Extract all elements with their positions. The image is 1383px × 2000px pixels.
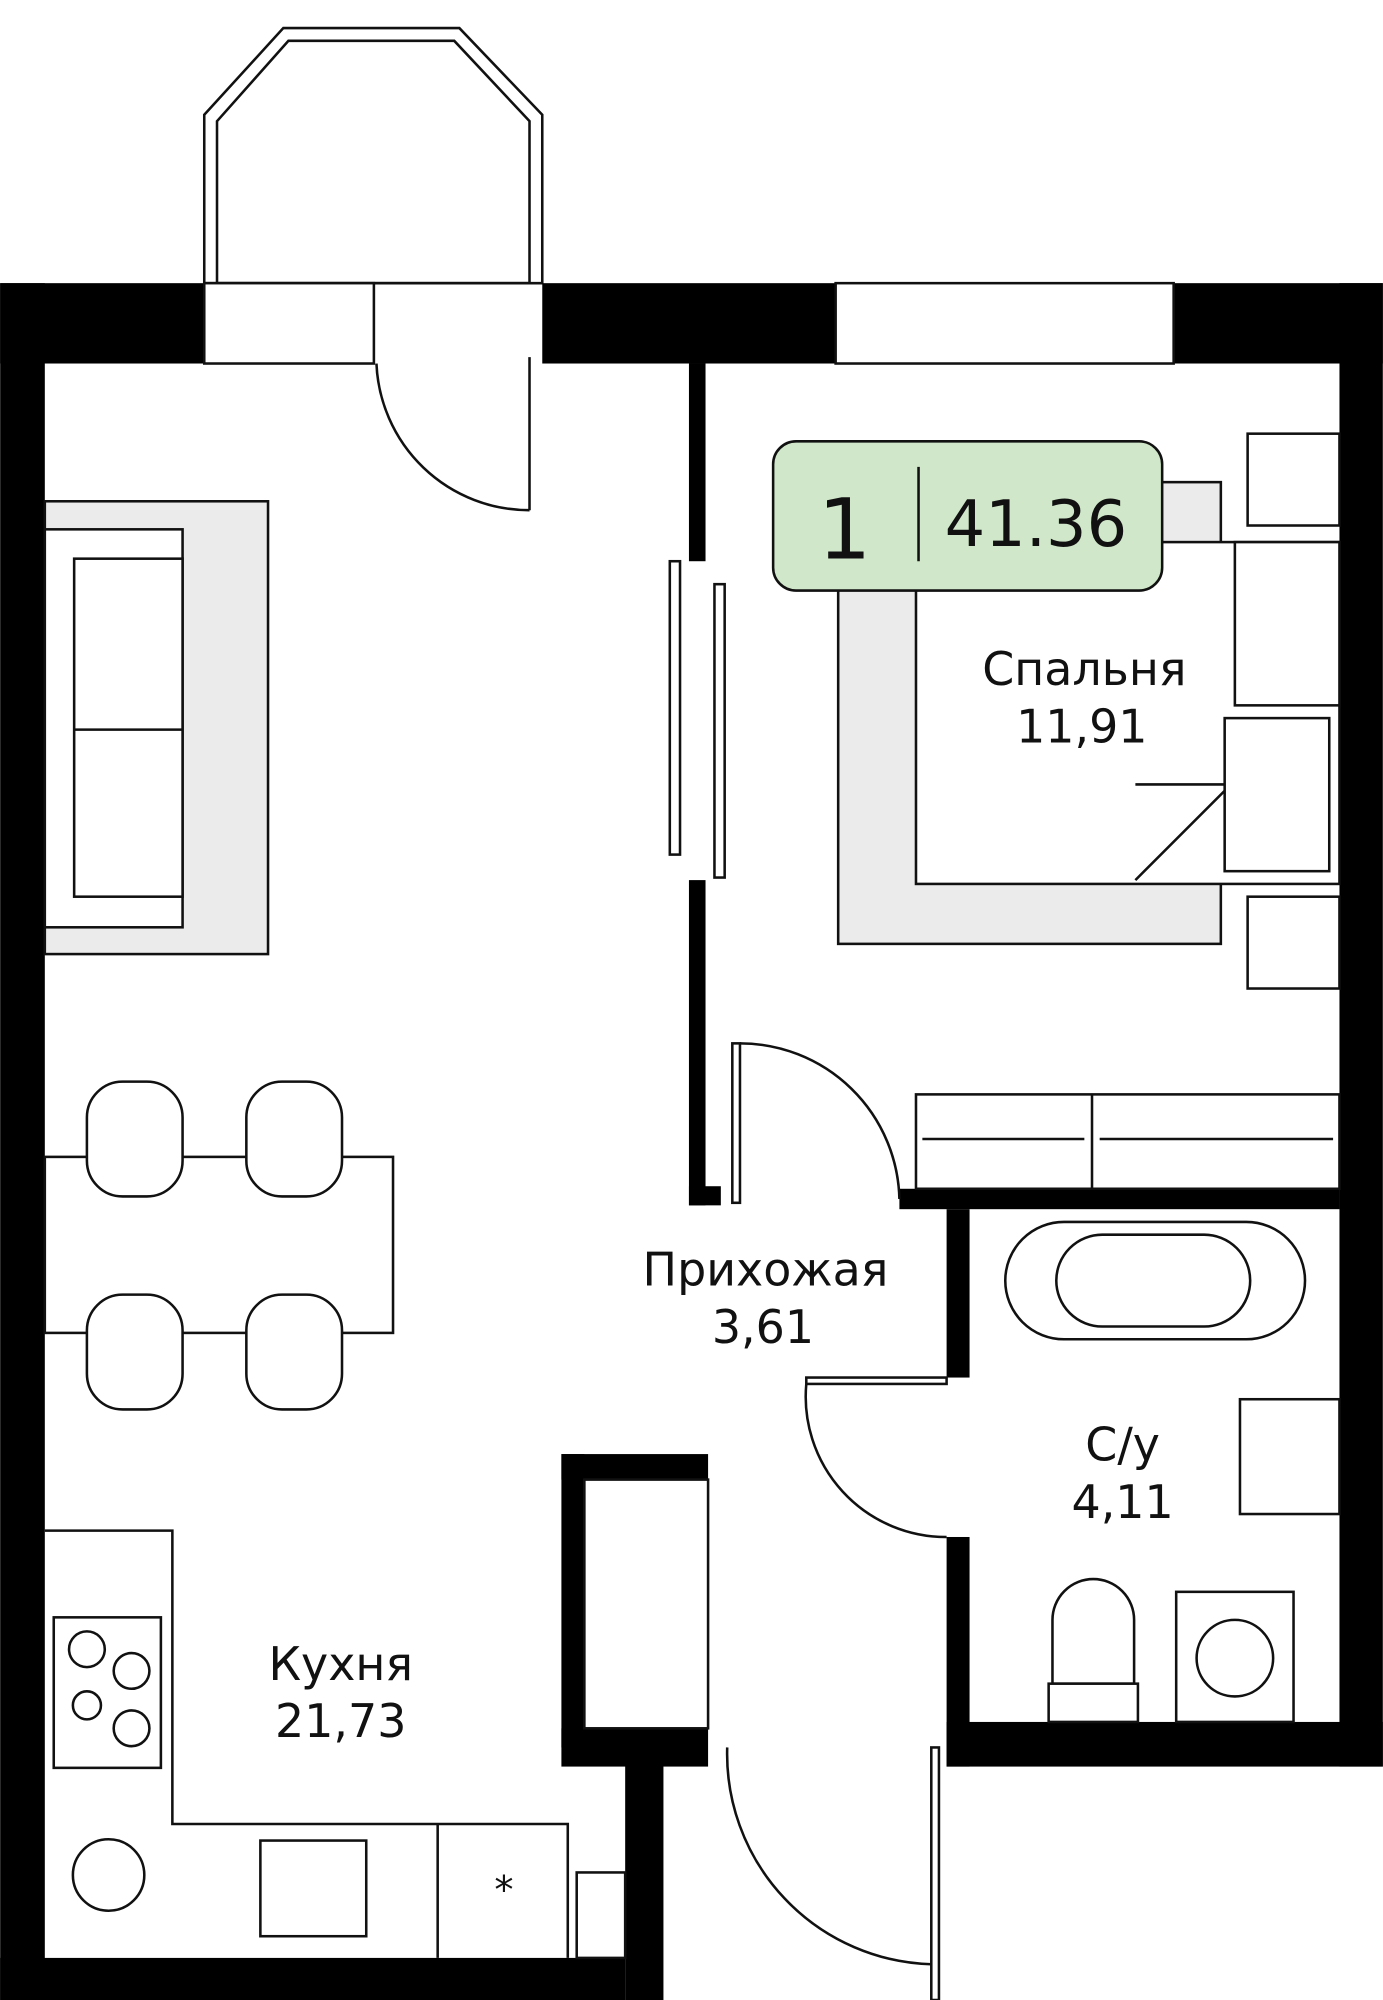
kitchen-counter: *: [44, 1529, 627, 1960]
room-count: 1: [818, 481, 872, 579]
balcony: [202, 26, 544, 285]
apartment-badge: 1 41.36: [771, 440, 1164, 592]
walls: [0, 283, 1383, 2000]
total-area: 41.36: [945, 488, 1128, 562]
window: [834, 281, 1175, 365]
dining-table: [43, 1080, 395, 1411]
room-area-hallway: 3,61: [712, 1300, 814, 1354]
room-name-hallway: Прихожая: [643, 1243, 889, 1297]
room-name-kitchen: Кухня: [268, 1637, 413, 1691]
room-name-bathroom: С/у: [1085, 1417, 1160, 1471]
room-area-bedroom: 11,91: [1016, 699, 1147, 753]
room-name-bedroom: Спальня: [982, 642, 1186, 696]
svg-text:*: *: [494, 1868, 513, 1913]
sofa: [43, 500, 270, 956]
hallway-closet: [583, 1478, 710, 1730]
bathroom-fixtures: [1003, 1220, 1341, 1724]
room-area-kitchen: 21,73: [275, 1694, 406, 1748]
room-area-bathroom: 4,11: [1072, 1475, 1174, 1529]
wardrobe: [914, 1093, 1341, 1191]
window: [202, 281, 376, 365]
doors: [375, 357, 948, 2000]
